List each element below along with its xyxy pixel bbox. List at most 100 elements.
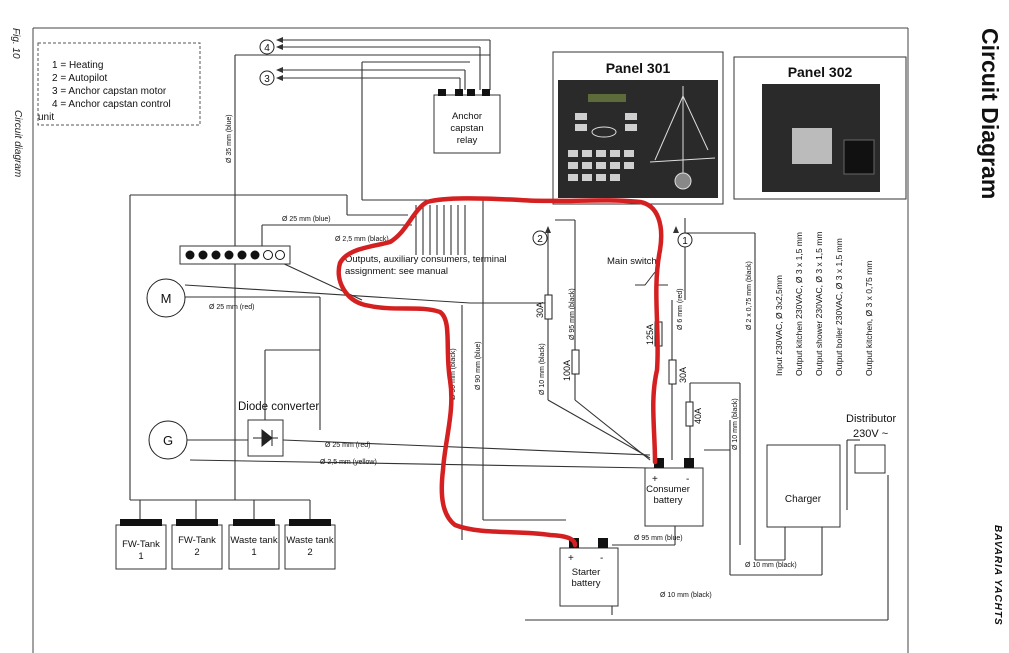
panel-key-switch (674, 172, 692, 190)
tank-label: 1 (251, 547, 256, 558)
wire-label: Ø 10 mm (black) (732, 398, 739, 450)
plus-sign: + (568, 553, 574, 564)
outputs-note: Outputs, auxiliary consumers, terminal (345, 254, 507, 265)
spec-label: Output kitchen 230VAC, Ø 3 x 1,5 mm (794, 232, 804, 376)
fuse (571, 349, 580, 375)
relay-label: relay (457, 135, 478, 146)
wire-label: Ø 25 mm (red) (209, 304, 255, 311)
consumer-battery-label: battery (653, 495, 682, 506)
tank-label: 1 (138, 551, 143, 562)
panel-302-title: Panel 302 (788, 64, 853, 80)
consumer-battery (644, 467, 704, 527)
diode-converter-label: Diode converter (238, 401, 319, 413)
marker-3-icon (259, 70, 275, 86)
tank-sensor (176, 519, 218, 526)
distributor-label: 230V ~ (853, 428, 888, 440)
main-switch-label: Main switch (607, 256, 657, 267)
terminal-strip-terminals (185, 250, 285, 260)
starter-battery-label: battery (571, 578, 600, 589)
motor-symbol (146, 278, 186, 318)
distributor-label: Distributor (846, 413, 896, 425)
marker-2-label: 2 (537, 234, 543, 245)
tank-sensor (289, 519, 331, 526)
fuse-label: 100A (562, 360, 572, 381)
outputs-note: assignment: see manual (345, 266, 448, 277)
feeder-lines (234, 39, 491, 500)
tank-fw-1 (115, 524, 167, 570)
main-switch-icon (635, 271, 668, 286)
starter-battery (559, 547, 619, 607)
tank-fw-2 (171, 524, 223, 570)
tank-label: FW-Tank (178, 535, 216, 546)
battery-terminal-minus (598, 538, 608, 548)
relay-terminal (438, 89, 446, 96)
wire-label: Ø 6 mm (red) (677, 288, 684, 330)
wire-label: Ø 95 mm (black) (569, 288, 576, 340)
tank-label: 2 (307, 547, 312, 558)
plus-sign: + (652, 474, 658, 485)
wire-label: Ø 35 mm (blue) (226, 114, 233, 163)
generator-label: G (163, 433, 173, 448)
starter-battery-label: Starter (572, 567, 601, 578)
wire-label: Ø 90 mm (blue) (475, 341, 482, 390)
wire-label: Ø 10 mm (black) (745, 562, 797, 569)
wire-label: Ø 10 mm (black) (539, 343, 546, 395)
generator-symbol (148, 420, 188, 460)
tank-sensor (233, 519, 275, 526)
charger-label: Charger (785, 494, 822, 505)
brand-logo: BAVARIA YACHTS (992, 525, 1003, 626)
relay-label: Anchor (452, 111, 482, 122)
charger (766, 444, 841, 528)
legend-item: 3 = Anchor capstan motor (52, 86, 167, 97)
relay-terminal (482, 89, 490, 96)
wire-label: Ø 95 mm (blue) (634, 535, 683, 542)
marker-1-label: 1 (682, 236, 688, 247)
wire-label: Ø 25 mm (red) (325, 442, 371, 449)
page-title: Circuit Diagram (977, 28, 1003, 200)
battery-terminal-minus (684, 458, 694, 468)
tank-label: Waste tank (286, 535, 333, 546)
feeder-arrows (276, 37, 283, 81)
legend-item: 2 = Autopilot (52, 73, 108, 84)
figure-caption: Circuit diagram (12, 110, 23, 178)
marker-1-icon (677, 232, 693, 248)
legend-box (37, 42, 201, 126)
marker-3-label: 3 (264, 74, 270, 85)
wire-label: Ø 2,5 mm (black) (335, 236, 389, 243)
panel-301-buttons (568, 113, 637, 181)
tank-sensor (120, 519, 162, 526)
relay-terminal (455, 89, 463, 96)
battery-terminal-plus (654, 458, 664, 468)
wire-label: Ø 2,5 mm (yellow) (320, 459, 377, 466)
fuse (685, 401, 694, 427)
consumer-battery-label: Consumer (646, 484, 690, 495)
minus-sign: - (600, 553, 603, 564)
fuse-label: 125A (645, 324, 655, 345)
wire-label: Ø 90 mm (black) (450, 348, 457, 400)
tank-label: FW-Tank (122, 539, 160, 550)
fuse-label: 40A (693, 408, 703, 424)
relay-terminal (467, 89, 475, 96)
arrow-up-icon (545, 226, 551, 233)
spec-label: Output boiler 230VAC, Ø 3 x 1,5 mm (834, 238, 844, 376)
marker-4-icon (259, 39, 275, 55)
panel-302-breakers (792, 128, 832, 164)
tank-label: 2 (194, 547, 199, 558)
motor-label: M (161, 291, 172, 306)
wire-label: Ø 2 x 0,75 mm (black) (746, 261, 753, 330)
figure-number: Fig. 10 (10, 28, 21, 59)
spec-label: Output shower 230VAC, Ø 3 x 1,5 mm (814, 232, 824, 376)
tanks (115, 519, 336, 570)
panel-301-title: Panel 301 (606, 60, 671, 76)
legend-item: 1 = Heating (52, 60, 103, 71)
tank-waste-1 (228, 524, 280, 570)
minus-sign: - (686, 474, 689, 485)
relay-label: capstan (450, 123, 483, 134)
fuse-label: 30A (678, 367, 688, 383)
legend-item: 4 = Anchor capstan control (52, 99, 171, 110)
fuse-label: 30A (535, 302, 545, 318)
marker-2-icon (532, 230, 548, 246)
marker-4-label: 4 (264, 43, 270, 54)
wire-label: Ø 25 mm (blue) (282, 216, 331, 223)
